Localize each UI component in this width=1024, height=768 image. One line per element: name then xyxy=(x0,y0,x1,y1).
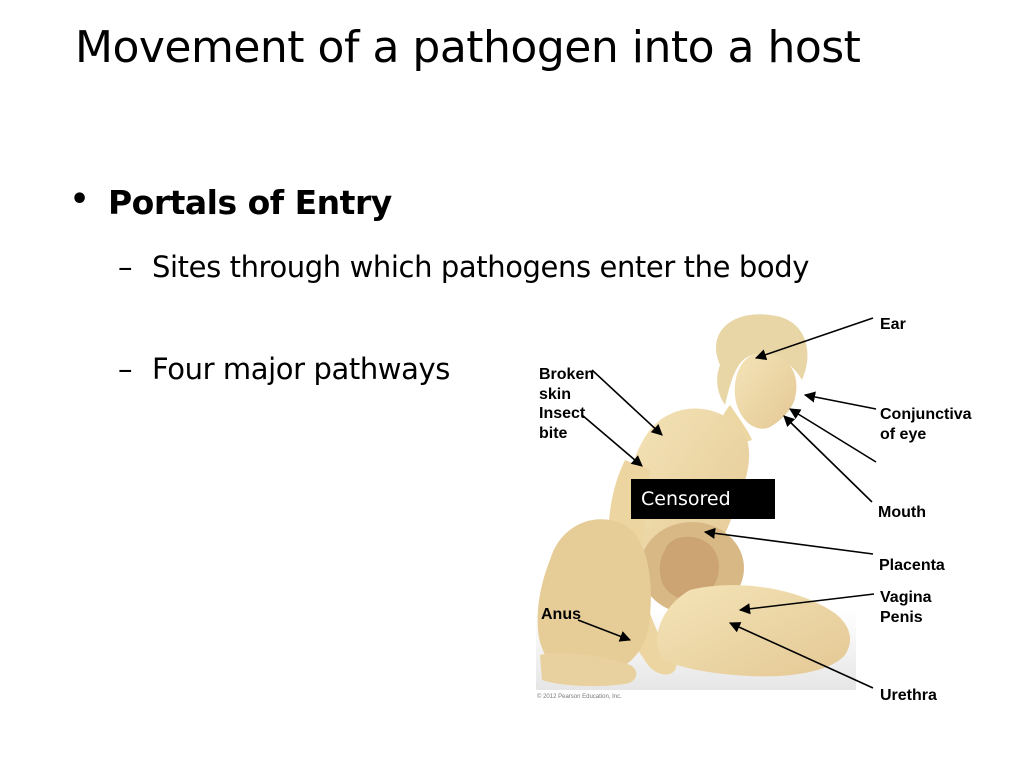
foot xyxy=(540,653,637,687)
arrow-insect-bite xyxy=(581,414,643,467)
label-urethra: Urethra xyxy=(880,687,937,704)
label-ear: Ear xyxy=(880,316,906,333)
arrow-anus xyxy=(577,619,632,642)
copyright-notice: © 2012 Pearson Education, Inc. xyxy=(537,694,622,700)
arrow-vagina-penis xyxy=(738,593,875,615)
subbullet-sites-text: Sites through which pathogens enter the … xyxy=(152,250,810,284)
arrow-conjunctiva-2 xyxy=(789,408,877,463)
arrow-ear xyxy=(754,317,874,361)
human-figure-illustration xyxy=(536,314,877,690)
slide-title: Movement of a pathogen into a host xyxy=(75,22,861,73)
hair xyxy=(716,314,808,405)
censored-box: Censored xyxy=(631,479,775,519)
label-mouth: Mouth xyxy=(878,504,926,521)
arrow-broken-skin xyxy=(591,369,663,436)
bullet-dot: • xyxy=(70,182,90,217)
label-vagina-penis: Vagina Penis xyxy=(880,589,932,626)
subbullet-dash: – xyxy=(118,352,133,386)
arrow-placenta xyxy=(703,527,874,555)
legs xyxy=(657,585,850,677)
fetus xyxy=(659,536,720,600)
subbullet-pathways-text: Four major pathways xyxy=(152,352,450,386)
label-placenta: Placenta xyxy=(879,557,945,574)
arrow-mouth xyxy=(783,415,873,503)
label-anus: Anus xyxy=(541,606,581,623)
subbullet-dash: – xyxy=(118,250,133,284)
label-broken-skin: Broken skin xyxy=(539,366,595,403)
bullet-main-text: Portals of Entry xyxy=(108,183,392,222)
arrow-conjunctiva xyxy=(803,391,877,410)
label-insect-bite: Insect bite xyxy=(539,405,586,442)
arrow-urethra xyxy=(728,622,874,689)
head xyxy=(734,353,797,429)
label-conjunctiva: Conjunctiva of eye xyxy=(880,406,972,443)
portals-of-entry-figure xyxy=(530,310,1024,710)
